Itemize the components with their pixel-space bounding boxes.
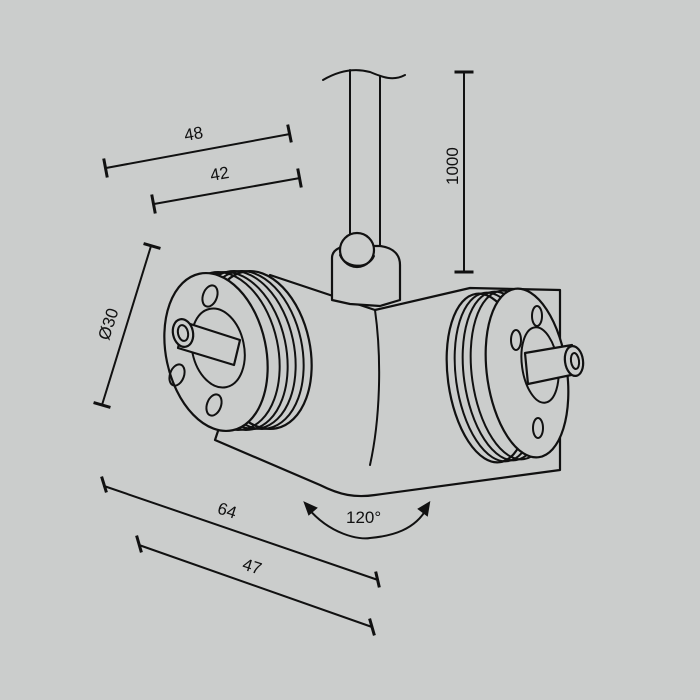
suspension-rod: [322, 69, 406, 246]
dimension-47: 47: [135, 535, 376, 636]
dimension-rod-length-label: 1000: [443, 147, 462, 185]
dimension-angle: 120°: [303, 501, 431, 540]
dimension-42-label: 42: [209, 163, 231, 185]
dimension-64: 64: [100, 476, 381, 588]
dimension-angle-label: 120°: [346, 508, 381, 527]
dimension-48-label: 48: [183, 123, 205, 145]
left-head: [163, 269, 313, 433]
dimension-47-label: 47: [240, 555, 264, 579]
dimension-diameter: Ø30: [93, 242, 161, 409]
dimension-rod-length: 1000: [443, 70, 474, 274]
right-head: [445, 287, 585, 464]
dimension-64-label: 64: [215, 499, 239, 523]
dimension-48: 48: [102, 123, 293, 178]
dimension-42: 42: [150, 163, 303, 214]
dimension-diameter-label: Ø30: [94, 306, 122, 342]
